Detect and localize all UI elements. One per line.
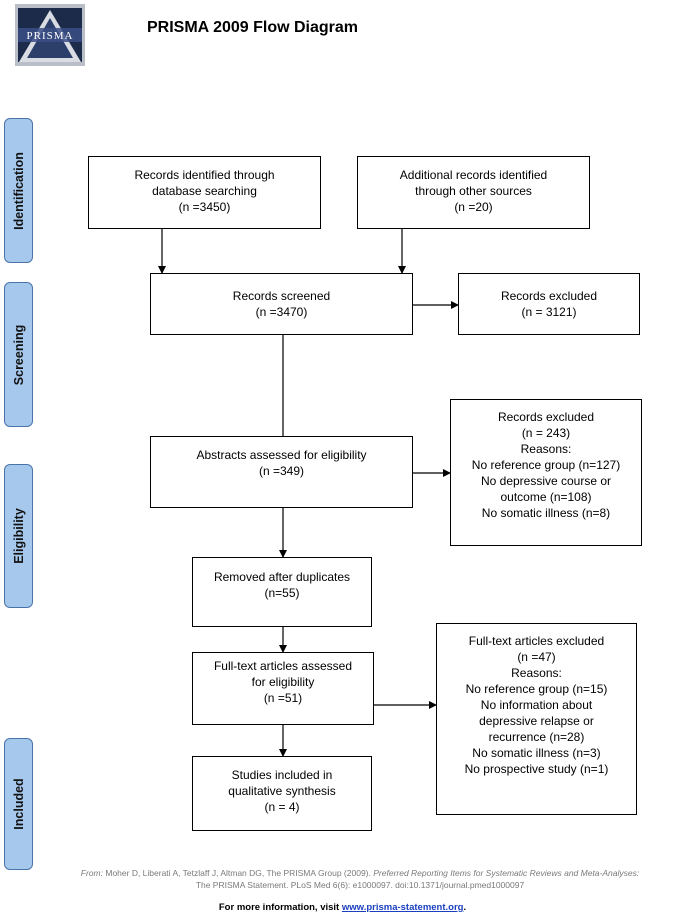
box-abstracts-assessed: Abstracts assessed for eligibility (n =3… — [150, 436, 413, 508]
citation-authors: Moher D, Liberati A, Tetzlaff J, Altman … — [105, 868, 371, 878]
box-text: (n =20) — [454, 200, 493, 214]
footer-prefix: For more information, visit — [218, 902, 340, 913]
box-text: Records screened — [232, 289, 331, 303]
box-text: Additional records identified — [399, 168, 548, 182]
box-text: Reasons: — [520, 442, 572, 456]
box-text: Abstracts assessed for eligibility — [196, 448, 367, 462]
box-text: (n=55) — [264, 586, 300, 600]
box-records-screened: Records screened (n =3470) — [150, 273, 413, 335]
box-text: No depressive course or — [480, 474, 612, 488]
box-text: (n = 3121) — [521, 305, 577, 319]
box-text: (n =3450) — [178, 200, 231, 214]
box-records-excluded-screening: Records excluded (n = 3121) — [458, 273, 640, 335]
box-text: (n =3470) — [255, 305, 308, 319]
box-text: (n =51) — [263, 691, 303, 705]
box-text: outcome (n=108) — [500, 490, 592, 504]
logo-text: PRISMA — [27, 30, 74, 42]
box-text: Records excluded — [500, 289, 598, 303]
box-text: Records excluded — [497, 410, 595, 424]
box-text: through other sources — [415, 184, 532, 198]
box-text: (n = 4) — [264, 800, 300, 814]
box-text: database searching — [152, 184, 257, 198]
box-text: (n = 243) — [521, 426, 571, 440]
citation-line2: The PRISMA Statement. PLoS Med 6(6): e10… — [195, 880, 525, 890]
box-text: Full-text articles assessed — [213, 659, 353, 673]
box-other-sources: Additional records identified through ot… — [357, 156, 590, 229]
box-text: No information about — [480, 698, 593, 712]
box-text: (n =349) — [258, 464, 305, 478]
phase-identification: Identification — [4, 118, 33, 263]
prisma-website-link[interactable]: www.prisma-statement.org — [341, 902, 464, 913]
footer-suffix: . — [463, 902, 467, 913]
box-text: No somatic illness (n=3) — [472, 746, 601, 760]
box-text: No prospective study (n=1) — [464, 762, 609, 776]
box-fulltext-assessed: Full-text articles assessed for eligibil… — [192, 652, 374, 725]
box-text: Reasons: — [511, 666, 562, 680]
box-text: No reference group (n=127) — [471, 458, 621, 472]
box-text: Removed after duplicates — [213, 570, 351, 584]
box-text: for eligibility — [251, 675, 315, 689]
phase-screening: Screening — [4, 282, 33, 427]
box-text: Studies included in — [231, 768, 333, 782]
box-removed-duplicates: Removed after duplicates (n=55) — [192, 557, 372, 627]
box-text: depressive relapse or — [479, 714, 594, 728]
box-text: recurrence (n=28) — [488, 730, 585, 744]
citation-title: Preferred Reporting Items for Systematic… — [373, 868, 640, 878]
phase-included: Included — [4, 738, 33, 870]
box-text: qualitative synthesis — [228, 784, 336, 798]
box-text: Records identified through — [134, 168, 275, 182]
box-text: (n =47) — [517, 650, 556, 664]
box-fulltext-excluded: Full-text articles excluded (n =47) Reas… — [436, 623, 637, 815]
page-title: PRISMA 2009 Flow Diagram — [147, 19, 359, 36]
box-records-excluded-eligibility: Records excluded (n = 243) Reasons: No r… — [450, 399, 642, 546]
box-studies-included: Studies included in qualitative synthesi… — [192, 756, 372, 831]
box-text: Full-text articles excluded — [468, 634, 605, 648]
prisma-logo-graphic: PRISMA — [15, 4, 85, 66]
box-database-records: Records identified through database sear… — [88, 156, 321, 229]
prisma-logo: PRISMA — [15, 4, 85, 66]
box-text: No reference group (n=15) — [465, 682, 608, 696]
citation-prefix: From: — [80, 868, 103, 878]
footer: For more information, visit www.prisma-s… — [0, 902, 685, 913]
box-text: No somatic illness (n=8) — [481, 506, 611, 520]
phase-eligibility: Eligibility — [4, 464, 33, 608]
citation: From: Moher D, Liberati A, Tetzlaff J, A… — [40, 867, 680, 891]
